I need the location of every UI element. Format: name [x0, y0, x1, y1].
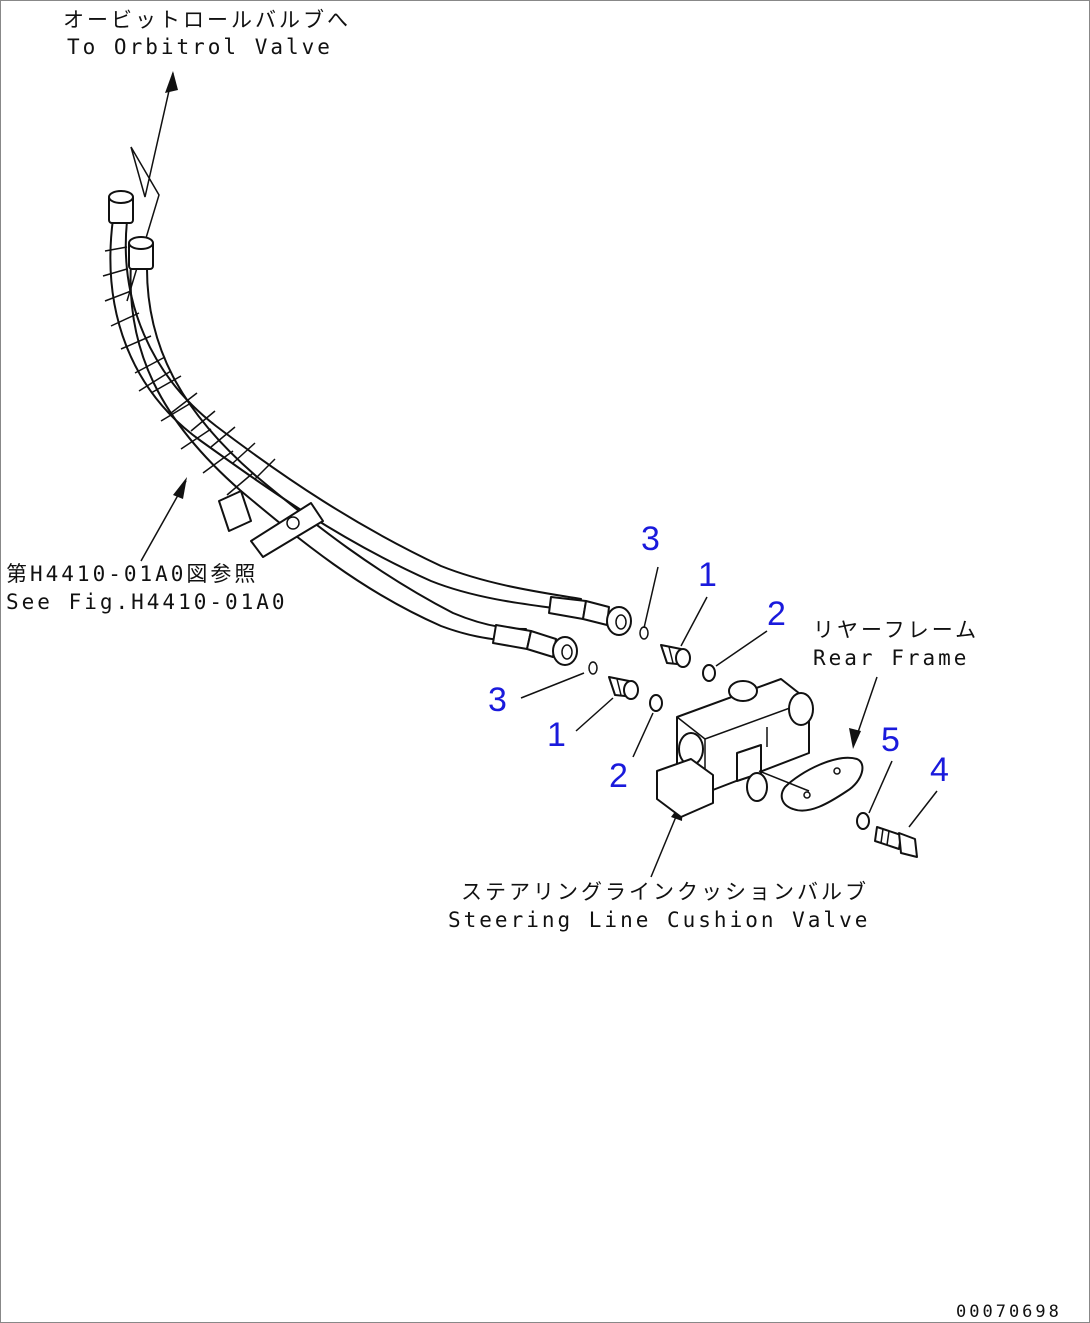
hose-assembly	[102, 190, 632, 666]
see-fig-label-en: See Fig.H4410-01A0	[6, 590, 288, 614]
orbitrol-label-jp: オービットロールバルブへ	[63, 8, 351, 32]
rear-frame-label-en: Rear Frame	[813, 646, 969, 670]
callout-3-upper: 3	[641, 520, 660, 558]
drawing-code: 00070698	[956, 1302, 1062, 1322]
arrow-rear-frame	[849, 676, 878, 749]
mounting-plate	[758, 756, 864, 812]
o-ring-upper	[639, 626, 649, 640]
hose-clamp	[250, 502, 324, 558]
hose-fitting-top-b	[128, 236, 154, 270]
leader-3-upper	[643, 566, 659, 629]
callout-2-lower: 2	[609, 757, 628, 795]
hose-fitting-top-a	[108, 190, 134, 224]
callout-3-lower: 3	[488, 681, 507, 719]
cushion-valve-label-jp: ステアリングラインクッションバルブ	[461, 880, 869, 904]
leader-1-lower	[575, 697, 614, 732]
hose-end-upper	[548, 596, 632, 636]
callout-1-upper: 1	[698, 556, 717, 594]
seal-upper	[702, 664, 716, 682]
callout-5: 5	[881, 721, 900, 759]
leader-2-upper	[715, 630, 768, 667]
leader-1-upper	[680, 596, 708, 647]
bolt	[874, 826, 918, 858]
callout-1-lower: 1	[547, 716, 566, 754]
leader-5	[868, 760, 893, 814]
cushion-valve	[656, 678, 814, 818]
arrow-to-orbitrol	[126, 71, 178, 302]
orbitrol-label-en: To Orbitrol Valve	[67, 35, 333, 59]
cushion-valve-label-en: Steering Line Cushion Valve	[448, 908, 870, 932]
callout-4: 4	[930, 751, 949, 789]
callout-2-upper: 2	[767, 595, 786, 633]
washer	[856, 812, 870, 830]
leader-2-lower	[632, 712, 654, 758]
rear-frame-label-jp: リヤーフレーム	[813, 618, 979, 642]
leader-3-lower	[520, 672, 585, 699]
elbow-fitting-lower	[608, 676, 639, 700]
spiral-guard	[102, 246, 276, 496]
arrow-see-fig	[140, 477, 187, 562]
o-ring-lower	[588, 661, 598, 675]
seal-lower	[649, 694, 663, 712]
hose-end-lower	[492, 624, 578, 666]
leader-lines	[520, 566, 938, 828]
leader-4	[908, 790, 938, 828]
clamp-block	[218, 490, 252, 532]
see-fig-label-jp: 第H4410-01A0図参照	[6, 562, 258, 586]
elbow-fitting-upper	[660, 644, 691, 668]
